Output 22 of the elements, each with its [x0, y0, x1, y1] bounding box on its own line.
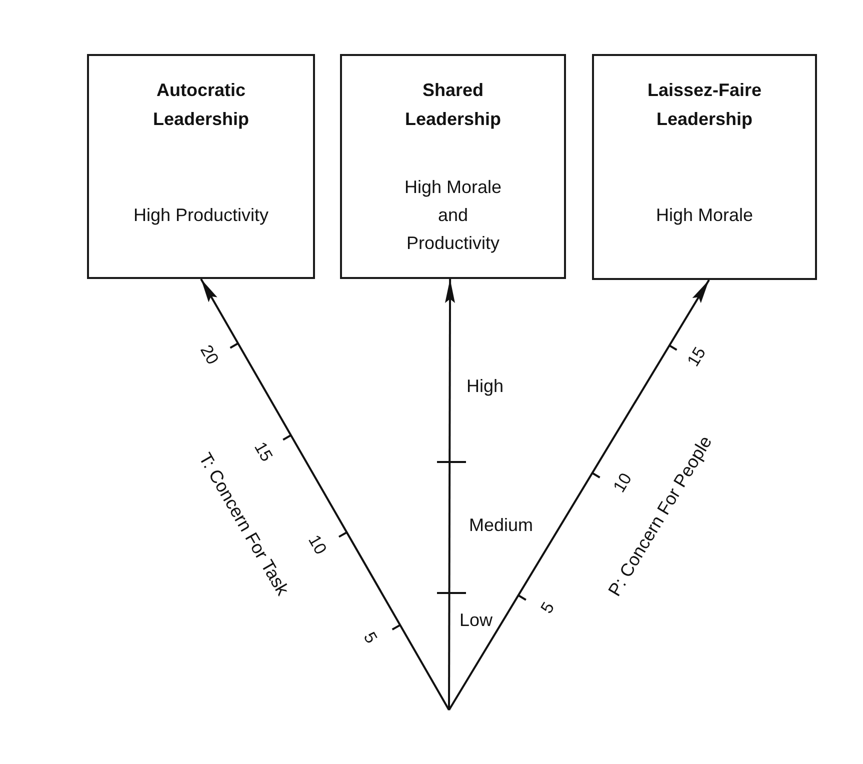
arrow: [200, 278, 450, 710]
arrow: [448, 279, 710, 711]
heading: Autocratic Leadership: [152, 79, 250, 131]
heading: Shared Leadership: [404, 79, 502, 131]
category-box: [87, 54, 315, 279]
tick-label: 10: [610, 470, 636, 496]
category-box: [340, 54, 566, 279]
scale-label: High: [466, 376, 504, 396]
heading: Laissez-Faire Leadership: [646, 79, 762, 131]
arrow: [445, 279, 455, 710]
description: High Morale: [655, 204, 754, 227]
tick-label: 15: [684, 344, 710, 370]
description: High Productivity: [132, 204, 270, 227]
description: High Morale and Productivity: [404, 176, 502, 255]
tick-label: 5: [537, 598, 559, 618]
scale-label: Medium: [468, 515, 534, 535]
tick-label: 5: [358, 628, 382, 648]
scale-label: Low: [459, 610, 493, 630]
tick-label: 10: [304, 532, 330, 558]
tick-label: 20: [196, 342, 222, 368]
tick-label: 15: [250, 438, 276, 466]
category-box: [592, 54, 817, 280]
